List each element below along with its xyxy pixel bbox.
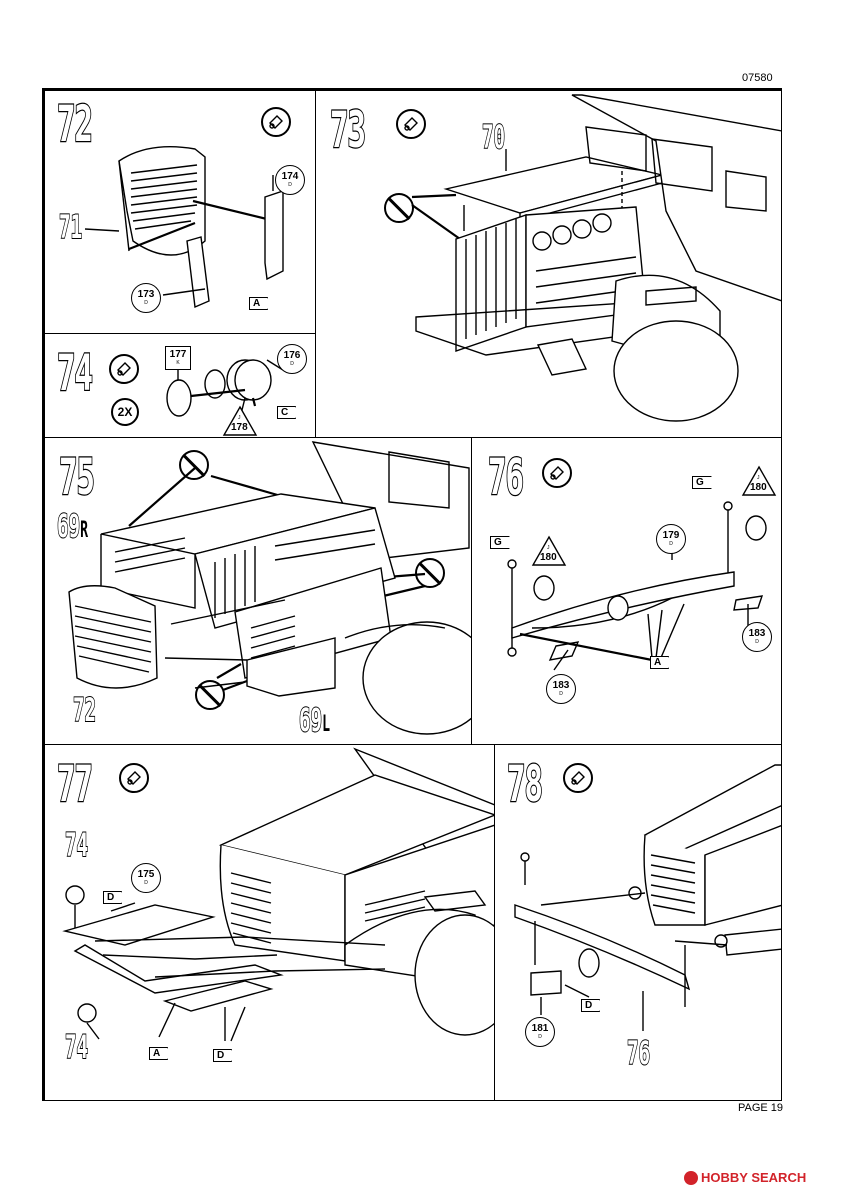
watermark: HOBBY SEARCH — [684, 1170, 806, 1185]
step-77-drawing — [62, 747, 494, 1042]
part-label-74-bottom: 74 — [64, 1028, 89, 1066]
part-callout-174: 174 D — [275, 165, 305, 195]
assembly-tag-a: A — [249, 297, 269, 310]
part-callout-183-left: 183 D — [546, 674, 576, 704]
page-number: PAGE 19 — [738, 1102, 784, 1114]
hobbysearch-logo-icon — [684, 1170, 698, 1185]
part-callout-183-right: 183 D — [742, 622, 772, 652]
part-callout-173: 173 D — [131, 283, 161, 313]
no-glue-icon — [384, 193, 414, 223]
part-label-69r: 69R — [56, 507, 89, 545]
sprue-code: D — [144, 300, 148, 306]
part-label-74-top: 74 — [64, 826, 89, 864]
sprue-code: D — [669, 541, 673, 547]
assembly-tag-d-top: D — [103, 891, 123, 904]
assembly-tag-c: C — [277, 406, 297, 419]
no-glue-icon — [179, 450, 209, 480]
sprue-code: D — [538, 1034, 542, 1040]
sprue-code: J — [238, 415, 241, 421]
part-number: 175 — [137, 869, 155, 880]
clear-part-triangle-178: J 178 — [222, 405, 258, 436]
step-78-panel: 78 D 181 D 76 — [494, 744, 782, 1101]
step-78-drawing — [514, 764, 781, 1031]
part-number: 176 — [283, 350, 301, 361]
step-number: 74 — [56, 344, 94, 402]
assembly-tag-a: A — [149, 1047, 169, 1060]
part-number: 69 — [298, 701, 323, 739]
glue-icon — [542, 458, 572, 488]
part-number: 177 — [169, 349, 187, 360]
sprue-code: K — [176, 360, 180, 366]
no-glue-icon — [195, 680, 225, 710]
part-number: 179 — [662, 530, 680, 541]
part-label-76: 76 — [626, 1034, 651, 1072]
sprue-code: D — [755, 639, 759, 645]
step-74-drawing — [166, 359, 284, 417]
part-number: 69 — [56, 507, 81, 545]
step-72-drawing — [84, 146, 284, 309]
step-73-drawing — [411, 94, 781, 422]
step-number: 78 — [506, 755, 544, 813]
step-73-panel: 73 70 — [315, 90, 782, 438]
part-callout-175: 175 D — [131, 863, 161, 893]
no-glue-icon — [415, 558, 445, 588]
part-number: 183 — [748, 628, 766, 639]
step-76-panel: 76 G J 180 G J 180 179 D 183 D 183 D — [471, 437, 782, 745]
sprue-code: D — [144, 880, 148, 886]
quantity-badge: 2X — [111, 398, 139, 426]
step-number: 73 — [329, 101, 367, 159]
glue-icon — [563, 763, 593, 793]
step-75-drawing — [68, 441, 471, 735]
part-callout-181: 181 D — [525, 1017, 555, 1047]
part-number: 173 — [137, 289, 155, 300]
kit-code: 07580 — [742, 72, 773, 84]
step-number: 76 — [487, 448, 525, 506]
sprue-code: D — [288, 182, 292, 188]
part-number: 181 — [531, 1023, 549, 1034]
clear-part-triangle-180-right: J 180 — [741, 465, 777, 496]
sprue-code: J — [547, 545, 550, 551]
part-number: 174 — [281, 171, 299, 182]
step-74-panel: 74 2X 177 K 176 D J 178 C — [44, 333, 316, 438]
glue-icon — [396, 109, 426, 139]
part-number: 180 — [540, 552, 557, 563]
step-number: 75 — [58, 448, 96, 506]
step-75-panel: 75 69R 72 69L — [44, 437, 472, 745]
sprue-code: J — [757, 475, 760, 481]
assembly-tag-g-left: G — [490, 536, 510, 549]
part-number: 178 — [231, 422, 248, 433]
glue-icon — [109, 354, 139, 384]
step-76-drawing — [507, 501, 767, 671]
part-number: 183 — [552, 680, 570, 691]
part-label-72: 72 — [72, 691, 97, 729]
part-label-69l: 69L — [298, 701, 331, 739]
sprue-code: D — [290, 361, 294, 367]
glue-icon — [261, 107, 291, 137]
part-number: 180 — [750, 482, 767, 493]
step-number: 77 — [56, 755, 94, 813]
part-box-177: 177 K — [165, 346, 191, 370]
step-number: 72 — [56, 95, 94, 153]
clear-part-triangle-180-left: J 180 — [531, 535, 567, 566]
glue-icon — [119, 763, 149, 793]
watermark-text: HOBBY SEARCH — [701, 1170, 807, 1185]
side-letter: L — [322, 712, 331, 737]
sprue-code: D — [559, 691, 563, 697]
part-callout-176: 176 D — [277, 344, 307, 374]
part-callout-179: 179 D — [656, 524, 686, 554]
part-label-grille: 71 — [58, 208, 83, 246]
step-72-panel: 72 71 174 D 173 D A — [44, 90, 316, 334]
part-label-hood: 70 — [481, 118, 506, 156]
side-letter: R — [80, 518, 89, 543]
step-77-panel: 77 74 74 175 D D A D — [44, 744, 495, 1101]
